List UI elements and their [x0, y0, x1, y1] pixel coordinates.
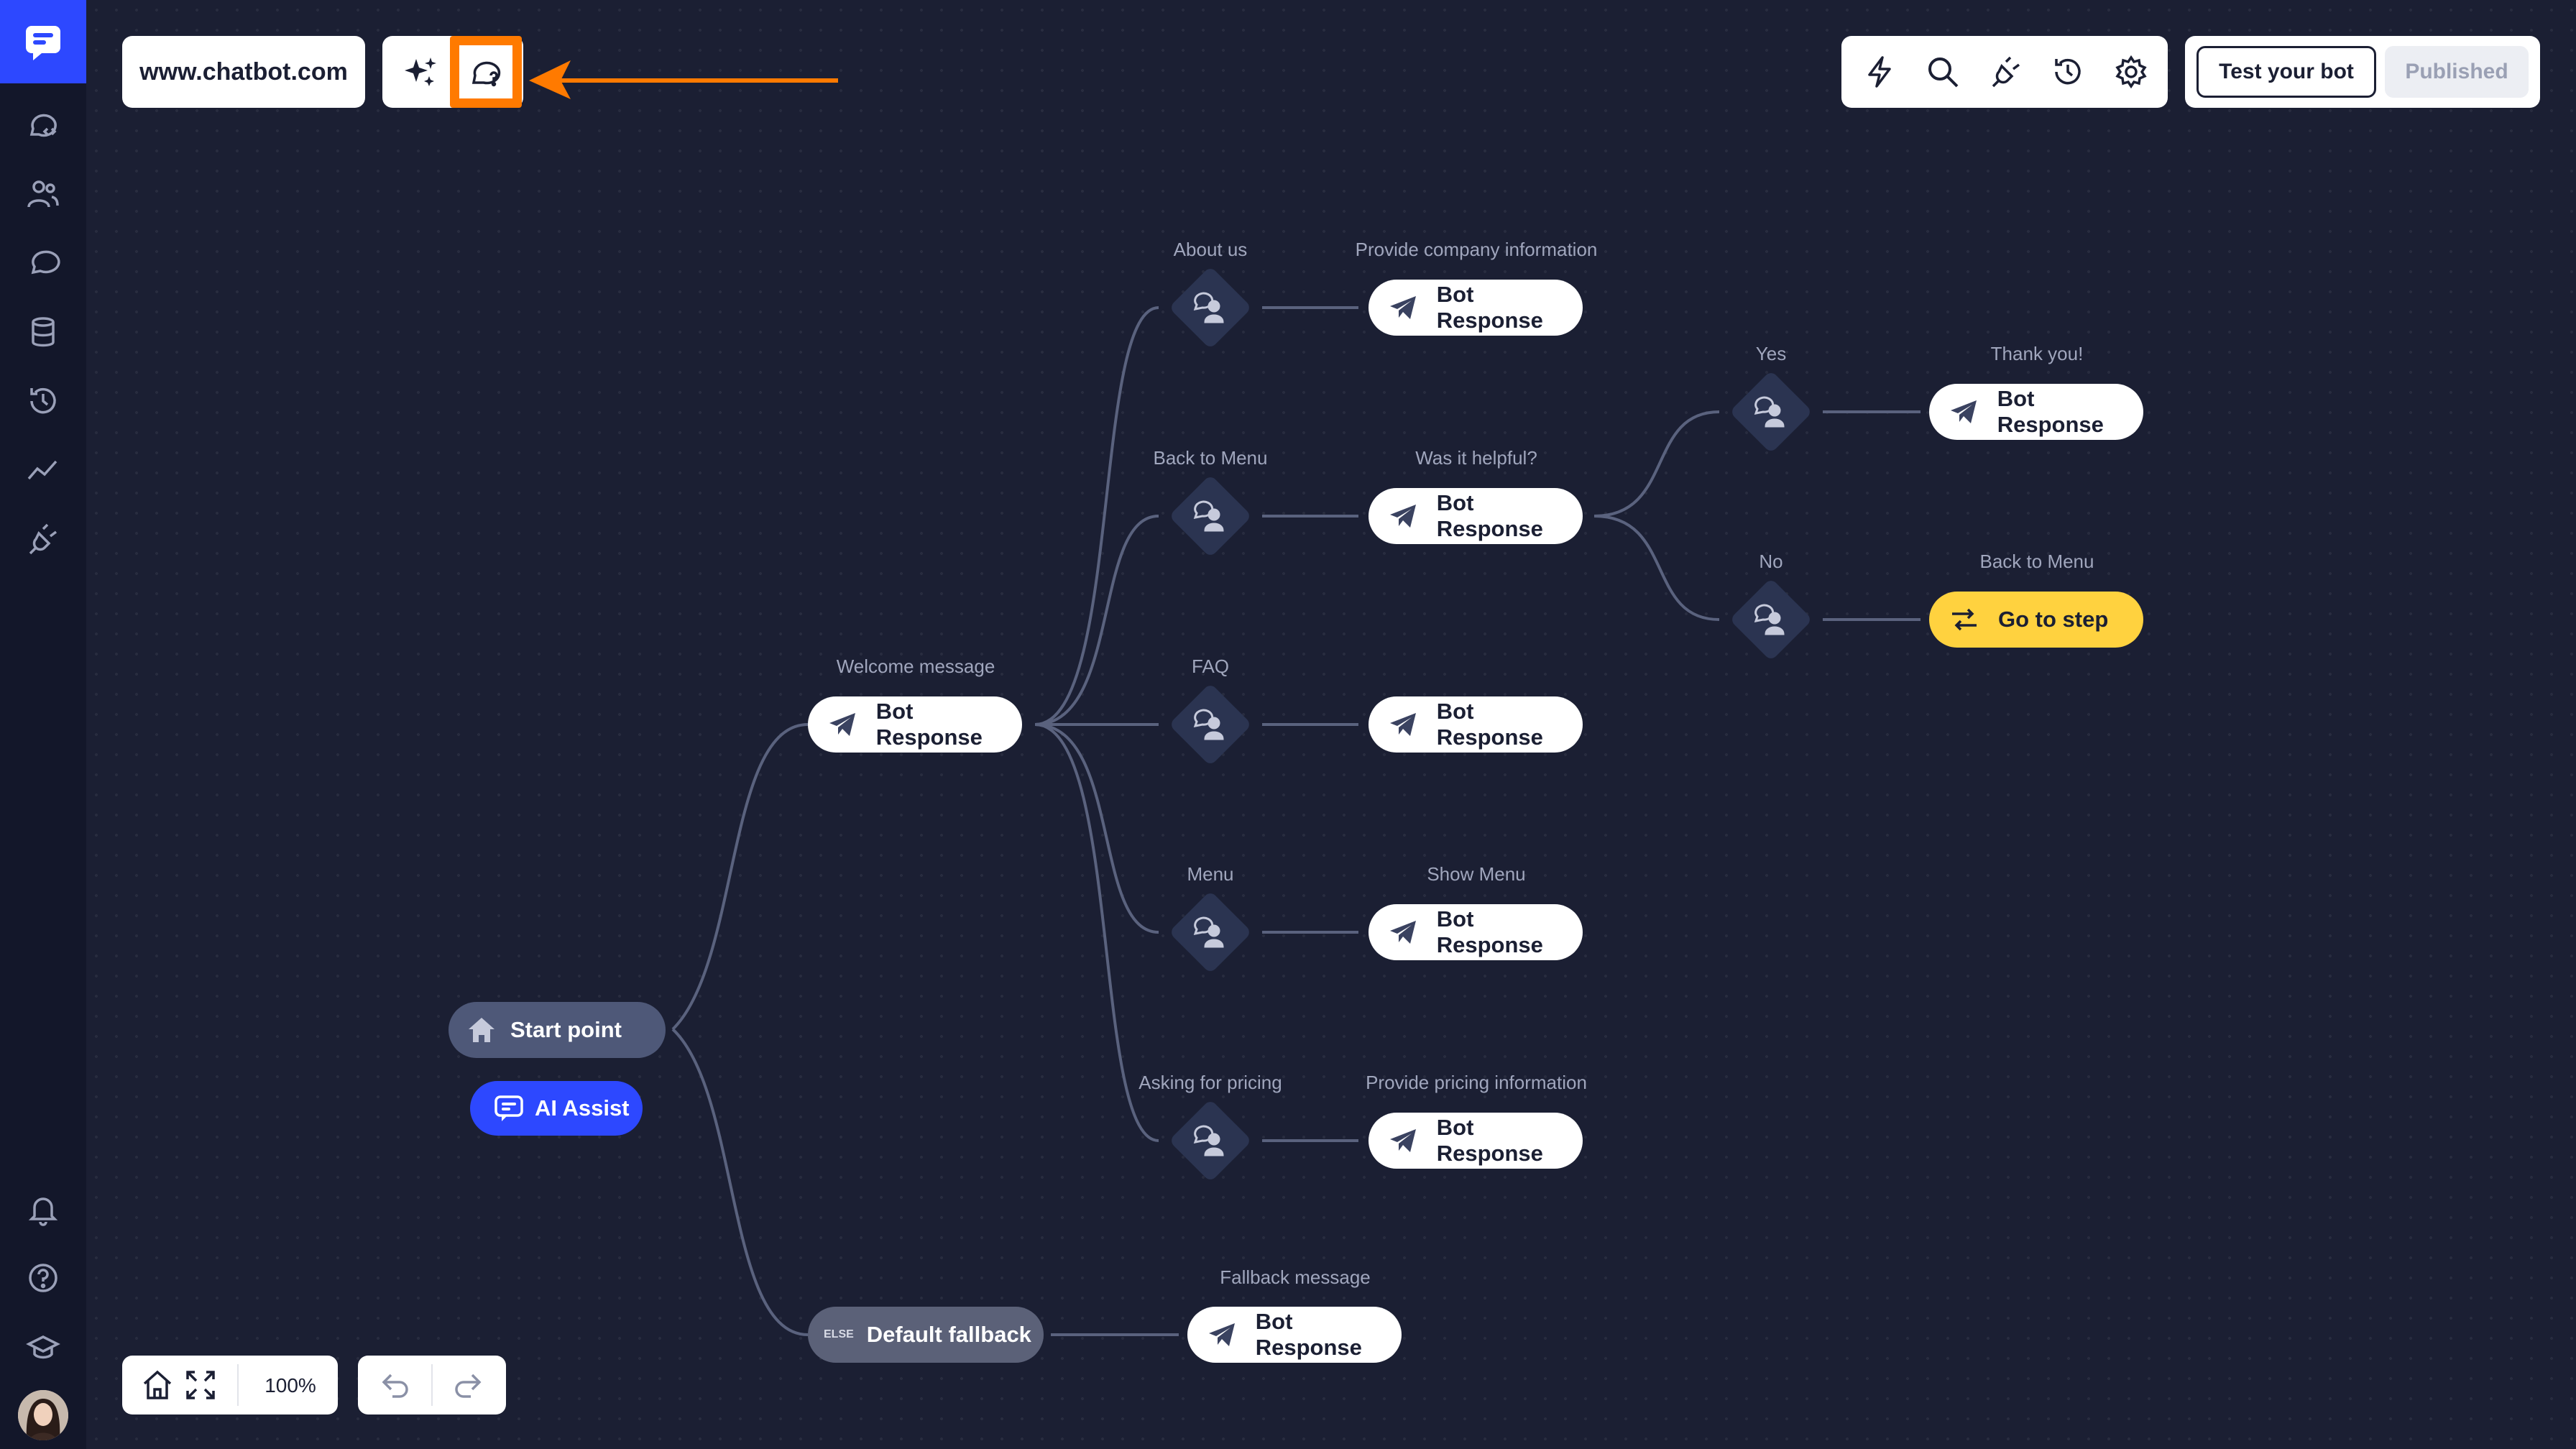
user-input-icon: [1742, 382, 1800, 441]
fit-screen-icon[interactable]: [175, 1360, 226, 1410]
paper-plane-icon: [1389, 293, 1424, 322]
chat-bubble-icon[interactable]: [22, 241, 65, 284]
user-input-icon: [1181, 1111, 1240, 1170]
paper-plane-icon: [1949, 397, 1984, 426]
bot-response-label: Bot Response: [1436, 906, 1543, 957]
user-avatar[interactable]: [18, 1390, 68, 1440]
bot-response-label: Bot Response: [1997, 386, 2104, 437]
faq-label: FAQ: [1191, 656, 1230, 677]
welcome-message-label: Welcome message: [836, 656, 995, 677]
site-name[interactable]: www.chatbot.com: [139, 58, 348, 86]
about-bot-response-node[interactable]: Bot Response: [1368, 280, 1583, 336]
bot-response-label: Bot Response: [1436, 490, 1543, 541]
ai-assist-icon: [494, 1094, 525, 1123]
start-point-node[interactable]: Start point: [448, 1002, 666, 1058]
bot-response-label: Bot Response: [1436, 1115, 1543, 1166]
ai-sparkles-icon[interactable]: [395, 47, 446, 97]
integrations-icon[interactable]: [22, 518, 65, 561]
provide-pricing-label: Provide pricing information: [1366, 1072, 1587, 1093]
toolbar-divider: [431, 1364, 433, 1406]
chat-preview-button[interactable]: [450, 36, 522, 108]
history-icon[interactable]: [22, 380, 65, 423]
paper-plane-icon: [1389, 710, 1424, 739]
paper-plane-icon: [1389, 502, 1424, 530]
paper-plane-icon: [1389, 918, 1424, 947]
paper-plane-icon: [1389, 1126, 1424, 1155]
ai-assist-node[interactable]: AI Assist: [470, 1081, 643, 1136]
user-input-icon: [1181, 487, 1240, 546]
user-input-icon: [1742, 590, 1800, 649]
redo-icon[interactable]: [443, 1360, 493, 1410]
sidebar: [0, 0, 86, 1449]
go-to-step-node[interactable]: Go to step: [1929, 592, 2143, 648]
app-logo-icon[interactable]: [0, 0, 86, 83]
show-menu-label: Show Menu: [1427, 863, 1526, 885]
home-icon[interactable]: [132, 1360, 183, 1410]
history-icon[interactable]: [2043, 47, 2093, 97]
test-bot-button[interactable]: Test your bot: [2196, 46, 2376, 98]
chat-code-icon[interactable]: [22, 104, 65, 147]
back-to-menu-target-label: Back to Menu: [1979, 551, 2094, 572]
start-point-label: Start point: [510, 1017, 622, 1042]
help-icon[interactable]: [22, 1256, 65, 1300]
home-icon: [467, 1016, 497, 1044]
asking-pricing-label: Asking for pricing: [1138, 1072, 1282, 1093]
ai-assist-label: AI Assist: [535, 1095, 630, 1121]
go-to-step-label: Go to step: [1998, 607, 2109, 632]
welcome-bot-response-node[interactable]: Bot Response: [808, 696, 1022, 753]
bot-response-label: Bot Response: [1436, 282, 1543, 333]
search-icon[interactable]: [1918, 47, 1968, 97]
notifications-icon[interactable]: [22, 1187, 65, 1230]
user-input-icon: [1181, 695, 1240, 754]
bot-response-label: Bot Response: [1255, 1309, 1362, 1360]
user-input-icon: [1181, 903, 1240, 962]
user-input-icon: [1181, 278, 1240, 337]
helpful-bot-response-node[interactable]: Bot Response: [1368, 488, 1583, 544]
faq-bot-response-node[interactable]: Bot Response: [1368, 696, 1583, 753]
provide-company-label: Provide company information: [1355, 239, 1598, 260]
zoom-level[interactable]: 100%: [264, 1374, 316, 1397]
database-icon[interactable]: [22, 310, 65, 354]
chat-question-icon: [459, 45, 512, 98]
menu-bot-response-node[interactable]: Bot Response: [1368, 904, 1583, 960]
menu-label: Menu: [1187, 863, 1234, 885]
zoom-panel: [122, 1356, 338, 1414]
fallback-bot-response-node[interactable]: Bot Response: [1187, 1307, 1402, 1363]
thank-you-bot-response-node[interactable]: Bot Response: [1929, 384, 2143, 440]
gear-icon[interactable]: [2106, 47, 2156, 97]
thank-you-label: Thank you!: [1990, 343, 2084, 364]
actions-panel: [1841, 36, 2168, 108]
academy-icon[interactable]: [22, 1327, 65, 1370]
else-tag: ELSE: [824, 1328, 854, 1340]
about-us-label: About us: [1173, 239, 1248, 260]
default-fallback-label: Default fallback: [866, 1322, 1031, 1347]
toolbar-divider: [237, 1364, 239, 1406]
back-to-menu-branch-label: Back to Menu: [1153, 447, 1268, 469]
paper-plane-icon: [1208, 1320, 1243, 1349]
bot-response-label: Bot Response: [1436, 699, 1543, 750]
yes-label: Yes: [1755, 343, 1787, 364]
bot-response-label: Bot Response: [875, 699, 983, 750]
analytics-icon[interactable]: [22, 448, 65, 492]
was-it-helpful-label: Was it helpful?: [1415, 447, 1537, 469]
go-to-step-icon: [1949, 605, 1985, 634]
fallback-message-label: Fallback message: [1220, 1266, 1371, 1288]
default-fallback-node[interactable]: ELSE Default fallback: [808, 1307, 1044, 1363]
plug-icon[interactable]: [1981, 47, 2031, 97]
published-button[interactable]: Published: [2385, 46, 2529, 98]
undo-icon[interactable]: [370, 1360, 420, 1410]
no-label: No: [1759, 551, 1783, 572]
highlight-arrow: [529, 60, 838, 99]
users-icon[interactable]: [22, 172, 65, 216]
lightning-icon[interactable]: [1854, 47, 1905, 97]
site-panel: [122, 36, 365, 108]
paper-plane-icon: [828, 710, 863, 739]
pricing-bot-response-node[interactable]: Bot Response: [1368, 1113, 1583, 1169]
